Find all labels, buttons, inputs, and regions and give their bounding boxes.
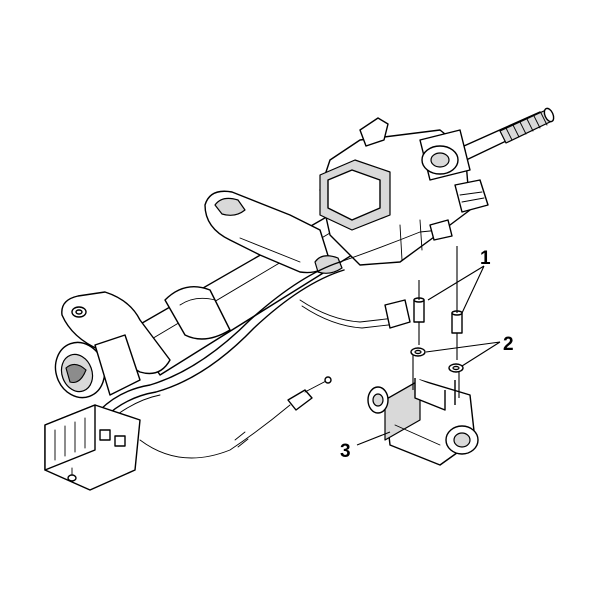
stud-right [451,310,463,334]
wiring-harness [99,219,453,459]
stud-left [413,297,425,323]
steering-shaft [454,107,555,163]
upper-mounting-bracket [204,190,343,274]
ignition-switch-end [54,334,141,399]
callout-3: 3 [340,441,351,462]
ignition-switch-assembly [367,378,479,466]
lower-mounting-bracket [61,291,171,375]
harness-connector [44,404,141,491]
lock-housing [319,117,489,266]
callout-2: 2 [503,334,514,355]
callout-3-leader [356,431,391,446]
callout-2-leader [425,341,501,367]
washer-right [448,363,464,373]
stud-lower-guides [412,352,460,398]
callout-1: 1 [480,248,491,269]
callout-1-leader [427,265,485,314]
washer-left [410,347,426,357]
